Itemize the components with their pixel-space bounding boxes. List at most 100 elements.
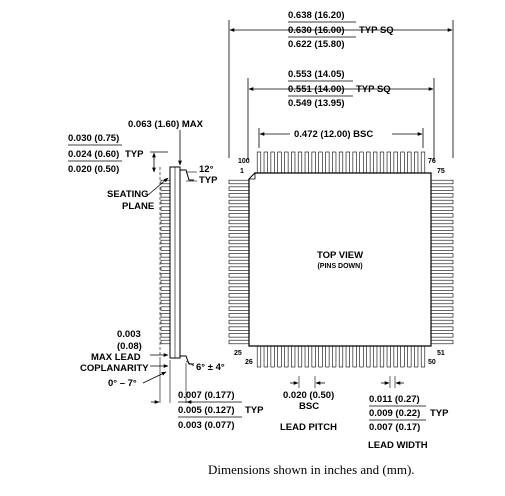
lead (430, 239, 454, 245)
overall-width-min: 0.622 (15.80) (288, 39, 345, 50)
pin-75: 75 (437, 168, 445, 175)
side-lead (160, 253, 171, 258)
lead (352, 345, 357, 368)
coplanarity-value-1: 0.003 (117, 329, 141, 340)
lead (311, 151, 316, 174)
lead (393, 151, 398, 174)
lead (430, 206, 454, 211)
lead (228, 266, 250, 271)
lead-angle: 6° ± 4° (196, 362, 225, 373)
lead (366, 151, 371, 174)
lead (263, 345, 268, 368)
side-lead (160, 286, 171, 291)
side-view-package (159, 166, 194, 403)
lead (345, 151, 350, 174)
body-width-dimension: 0.553 (14.05) 0.551 (14.00) TYP SQ 0.549… (247, 69, 435, 160)
side-lead (160, 339, 171, 345)
lead-thickness-min: 0.003 (0.077) (178, 420, 235, 431)
lead (228, 319, 250, 325)
body-width-min: 0.549 (13.95) (288, 98, 345, 109)
pin-51: 51 (437, 350, 445, 357)
side-view-dimensions: 0.063 (1.60) MAX 0.030 (0.75) 0.024 (0.6… (68, 119, 264, 431)
side-lead (160, 206, 171, 211)
pin-numbers: 100 1 76 75 25 26 50 51 (234, 158, 445, 366)
lead-width-dimension: 0.011 (0.27) 0.009 (0.22) TYP 0.007 (0.1… (368, 376, 449, 451)
lead-pitch-bsc: BSC (299, 401, 319, 412)
lead (420, 345, 426, 368)
lead (386, 345, 391, 368)
lead (228, 259, 250, 265)
lead (228, 193, 250, 198)
side-lead (160, 319, 171, 325)
seating-plane-label-1: SEATING (107, 189, 149, 200)
top-view-title: TOP VIEW (317, 250, 363, 261)
lead (228, 326, 250, 331)
pin-1: 1 (240, 168, 244, 175)
lead (414, 151, 419, 174)
pin-26: 26 (245, 359, 253, 366)
lead (228, 253, 250, 258)
side-lead (160, 259, 171, 265)
side-lead (160, 306, 171, 311)
body-width-nom: 0.551 (14.00) (288, 84, 345, 95)
lead (228, 246, 250, 251)
lead-width-nom: 0.009 (0.22) (369, 408, 420, 419)
overall-width-max: 0.638 (16.20) (288, 10, 345, 21)
lead (318, 151, 323, 174)
side-lead (160, 299, 171, 305)
lead (430, 339, 454, 345)
pin-76: 76 (428, 158, 436, 165)
angle-top: 12° (199, 164, 214, 175)
lead (228, 339, 250, 345)
lead (430, 193, 454, 198)
lead (325, 345, 330, 368)
angle-top-typ: TYP (199, 175, 218, 186)
lead (430, 213, 454, 218)
body-width-max: 0.553 (14.05) (288, 69, 345, 80)
coplanarity-value-2: (0.08) (117, 341, 142, 352)
lead-thickness-typ: TYP (245, 405, 264, 416)
standoff-min: 0.020 (0.50) (68, 164, 119, 175)
lead (277, 151, 282, 174)
coplanarity-label-2: COPLANARITY (80, 363, 149, 374)
side-lead (160, 279, 171, 285)
lead-thickness-nom: 0.005 (0.127) (178, 405, 235, 416)
lead (393, 345, 398, 368)
lead (304, 151, 309, 174)
side-lead (160, 326, 171, 331)
dimensions-caption: Dimensions shown in inches and (mm). (208, 462, 415, 477)
lead (228, 226, 250, 231)
lead (430, 293, 454, 298)
lead (291, 345, 296, 368)
lead (430, 333, 454, 338)
lead (270, 345, 275, 368)
lead (228, 299, 250, 305)
lead (332, 345, 337, 368)
lead (284, 151, 289, 174)
lead (386, 151, 391, 174)
lead (325, 151, 330, 174)
lead (228, 219, 250, 225)
lead (256, 151, 262, 174)
lead (228, 286, 250, 291)
lead (430, 179, 454, 185)
lead (379, 151, 385, 174)
lead-width-min: 0.007 (0.17) (369, 422, 420, 433)
lead (430, 226, 454, 231)
side-lead (160, 333, 171, 338)
side-lead (160, 293, 171, 298)
side-lead (160, 239, 171, 245)
lead (430, 313, 454, 318)
lead-thickness-max: 0.007 (0.177) (178, 390, 235, 401)
standoff-nom: 0.024 (0.60) (68, 149, 119, 160)
lead (430, 186, 454, 191)
side-lead (160, 246, 171, 251)
lead (430, 199, 454, 205)
side-lead (160, 273, 171, 278)
lead (430, 253, 454, 258)
pin-100: 100 (238, 158, 250, 165)
lead (311, 345, 316, 368)
lead (256, 345, 262, 368)
lead (228, 273, 250, 278)
